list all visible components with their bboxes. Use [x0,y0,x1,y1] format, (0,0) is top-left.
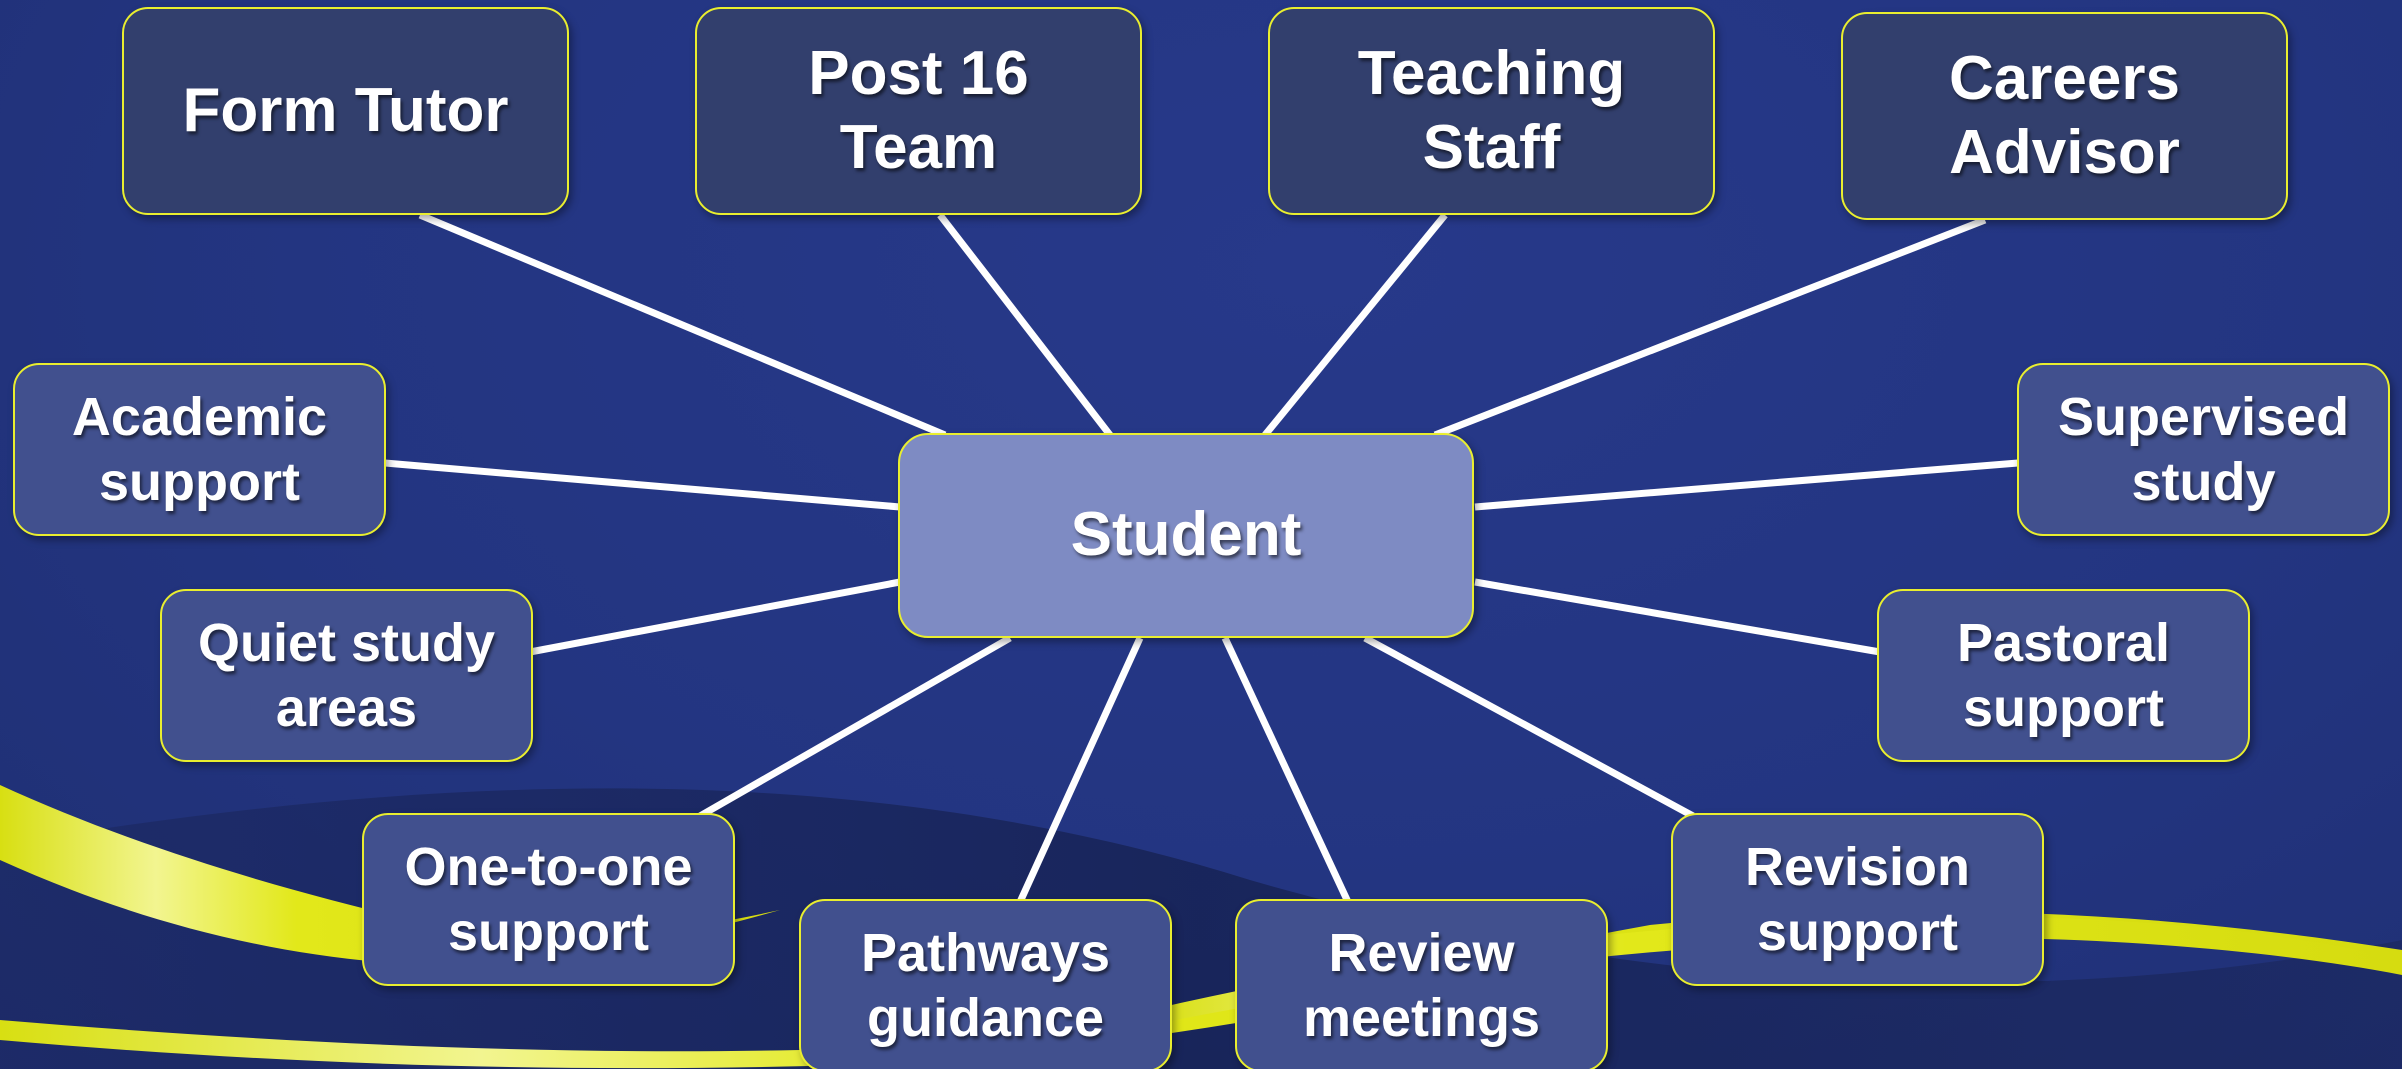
node-label: Revision support [1744,836,1971,962]
connector-pathways-guidance [1016,636,1144,904]
node-quiet-study-areas: Quiet study areas [160,589,533,762]
node-careers-advisor: Careers Advisor [1841,12,2288,220]
node-academic-support: Academic support [13,363,386,536]
center-label: Student [1070,500,1302,570]
node-supervised-study: Supervised study [2017,363,2390,536]
node-post-16-team: Post 16 Team [695,7,1142,215]
yellow-swoosh-left [0,785,780,966]
connector-teaching-staff [1262,212,1448,438]
connector-careers-advisor [1433,216,1987,439]
connector-supervised-study [1474,459,2019,511]
connector-post-16-team [937,212,1113,438]
connector-pastoral-support [1474,578,1881,656]
node-label: Teaching Staff [1357,38,1626,182]
node-label: Pathways guidance [860,922,1111,1048]
node-revision-support: Revision support [1671,813,2044,986]
node-label: Form Tutor [182,75,509,145]
node-teaching-staff: Teaching Staff [1268,7,1715,215]
node-student-center: Student [898,433,1474,638]
node-form-tutor: Form Tutor [122,7,569,215]
connector-form-tutor [418,211,947,439]
node-pastoral-support: Pastoral support [1877,589,2250,762]
node-label: Supervised study [2057,386,2350,512]
connector-quiet-study-areas [529,578,901,656]
node-label: Pastoral support [1956,612,2171,738]
connector-academic-support [384,459,901,511]
node-pathways-guidance: Pathways guidance [799,899,1172,1069]
node-label: Review meetings [1302,922,1541,1048]
node-label: Post 16 Team [808,38,1029,182]
node-label: Careers Advisor [1949,43,2180,187]
node-review-meetings: Review meetings [1235,899,1608,1069]
node-label: Academic support [71,386,328,512]
connector-review-meetings [1221,636,1352,904]
connector-one-to-one-support [698,634,1012,820]
node-label: Quiet study areas [197,612,496,738]
node-label: One-to-one support [404,836,693,962]
connector-revision-support [1363,634,1695,820]
node-one-to-one-support: One-to-one support [362,813,735,986]
